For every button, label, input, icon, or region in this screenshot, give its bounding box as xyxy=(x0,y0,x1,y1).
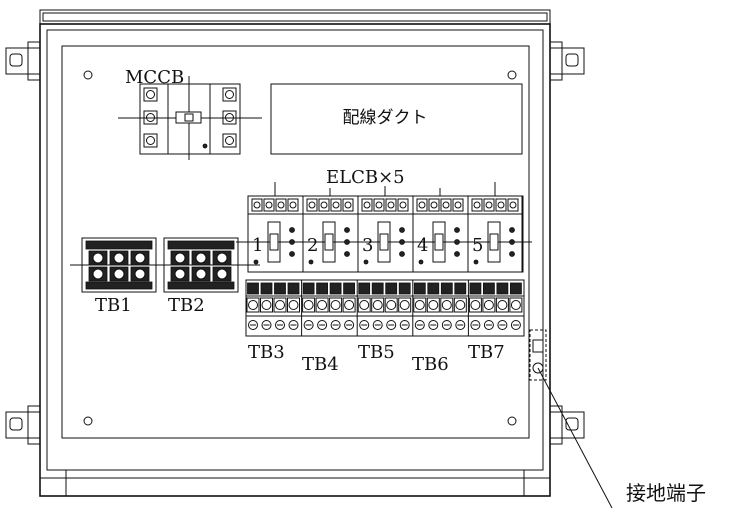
elcb-unit xyxy=(247,195,304,273)
tb1-label: TB1 xyxy=(95,295,132,316)
elcb-number-4: 4 xyxy=(417,235,428,256)
tb-terminal-group xyxy=(167,240,235,290)
elcb-unit xyxy=(412,195,469,273)
wiring-duct-label: 配線ダクト xyxy=(343,108,428,128)
ground-terminal-label: 接地端子 xyxy=(626,481,706,505)
wiring-duct: 配線ダクト xyxy=(270,83,523,155)
elcb-number-3: 3 xyxy=(362,235,373,256)
tb2-label: TB2 xyxy=(168,295,205,316)
tb6-label: TB6 xyxy=(412,354,449,375)
tb4-label: TB4 xyxy=(302,354,339,375)
ground-terminal: 接地端子 xyxy=(529,329,706,509)
output-terminal-blocks: TB3 TB4 TB5 TB6 TB7 xyxy=(245,279,525,375)
tb7-label: TB7 xyxy=(468,342,505,363)
elcb-label: ELCB×5 xyxy=(326,167,405,188)
elcb-number-5: 5 xyxy=(472,235,483,256)
elcb-unit xyxy=(357,195,414,273)
tb-terminal-group xyxy=(245,280,300,336)
tb3-label: TB3 xyxy=(248,342,285,363)
elcb-number-2: 2 xyxy=(307,235,318,256)
mounting-brackets xyxy=(5,41,585,445)
elcb-unit xyxy=(467,195,524,273)
tb-terminal-group xyxy=(85,240,153,290)
tb5-label: TB5 xyxy=(358,342,395,363)
mccb-breaker: MCCB xyxy=(118,67,262,160)
tb-terminal-group xyxy=(467,280,523,336)
tb-terminal-group xyxy=(356,280,412,336)
elcb-number-1: 1 xyxy=(252,235,263,256)
tb-terminal-group xyxy=(301,280,356,336)
tb-terminal-group xyxy=(412,280,467,336)
enclosure xyxy=(39,9,551,497)
elcb-row: 1 2 3 4 5 xyxy=(236,195,532,273)
elcb-unit xyxy=(302,195,359,273)
input-terminal-blocks: TB1 TB2 xyxy=(70,237,260,316)
mccb-label: MCCB xyxy=(125,67,184,88)
